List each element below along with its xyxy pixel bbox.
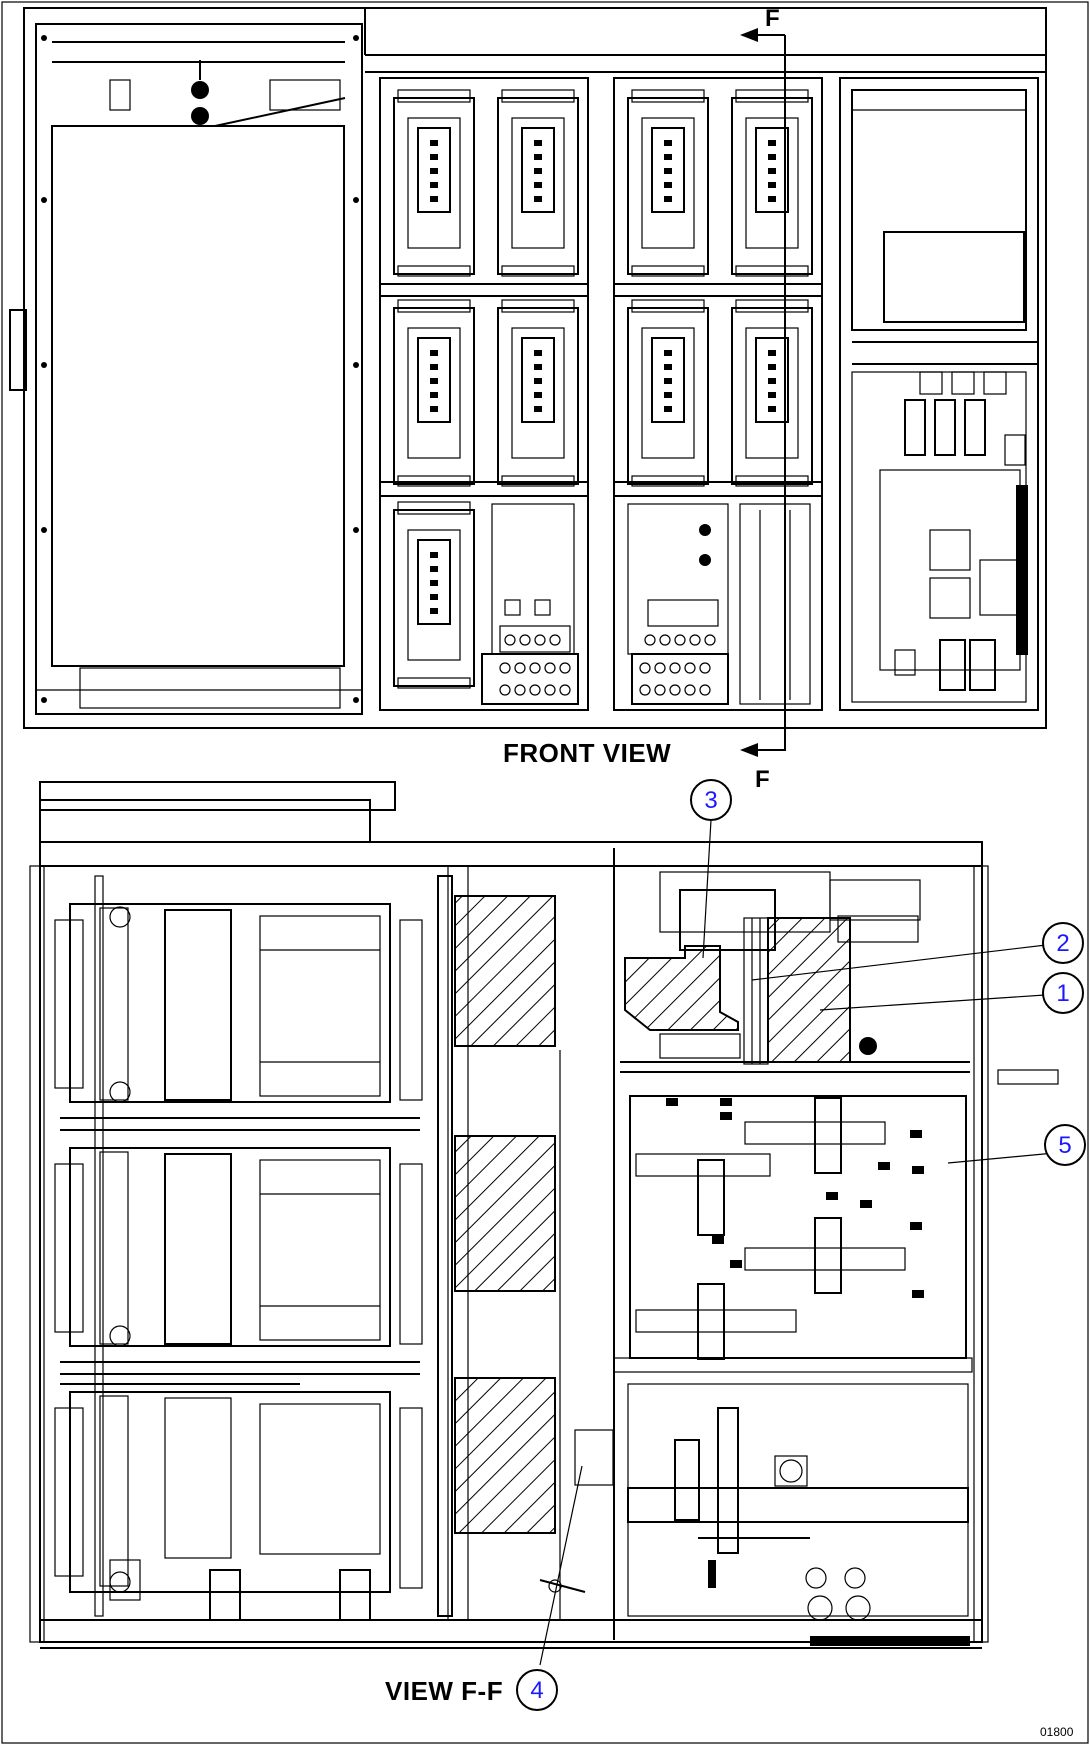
module-cell [497, 89, 579, 277]
module-cell [627, 89, 709, 277]
cable-bundle-2 [743, 917, 769, 1065]
hatched-part-3 [624, 945, 739, 1031]
front-module-bay-1 [379, 77, 589, 711]
front-bay2-lower-terminals [627, 503, 811, 705]
hatched-block-middle [454, 1135, 556, 1292]
svg-text:3: 3 [704, 787, 717, 814]
front-view-label: FRONT VIEW [503, 738, 671, 768]
callout-5: 5 [1044, 1124, 1086, 1166]
module-cell [627, 299, 709, 487]
module-cell [731, 89, 813, 277]
section-inverter-module-middle [69, 1147, 391, 1347]
section-marker-bottom: F [755, 766, 770, 793]
svg-text:5: 5 [1058, 1132, 1071, 1159]
front-left-door [9, 23, 363, 715]
section-line-f [740, 28, 786, 757]
section-marker-top: F [765, 5, 780, 32]
section-inverter-module-top [69, 903, 391, 1103]
callout-2: 2 [1042, 922, 1084, 964]
front-control-bay [839, 77, 1039, 711]
module-cell [393, 299, 475, 487]
callouts: 3 2 1 5 4 [516, 779, 1086, 1711]
callout-1: 1 [1042, 972, 1084, 1014]
section-view-label: VIEW F-F [385, 1676, 503, 1706]
front-cabinet-outline [23, 7, 1047, 729]
front-module-bay-2 [613, 77, 823, 711]
module-cell [497, 299, 579, 487]
section-cabinet-outline [39, 841, 983, 1643]
terminal-board-5 [613, 1095, 973, 1373]
module-cell [731, 299, 813, 487]
callout-3: 3 [690, 779, 732, 821]
section-view-f-f [29, 781, 1059, 1649]
section-inverter-module-bottom [69, 1391, 391, 1621]
front-control-bay-internals [851, 89, 1038, 703]
svg-text:1: 1 [1056, 980, 1069, 1007]
svg-text:2: 2 [1056, 930, 1069, 957]
callout-4: 4 [516, 1669, 558, 1711]
hatched-block-lower [454, 1377, 556, 1534]
module-cell [393, 89, 475, 277]
drawing-reference-code: 01800 [1040, 1725, 1074, 1739]
section-lower-right-compartment [627, 1383, 970, 1646]
front-bay1-lower-terminals [481, 503, 579, 705]
svg-text:4: 4 [530, 1677, 543, 1704]
front-view: F F FRONT VIEW [9, 5, 1047, 793]
module-cell [393, 501, 475, 689]
hatched-block-upper [454, 895, 556, 1047]
